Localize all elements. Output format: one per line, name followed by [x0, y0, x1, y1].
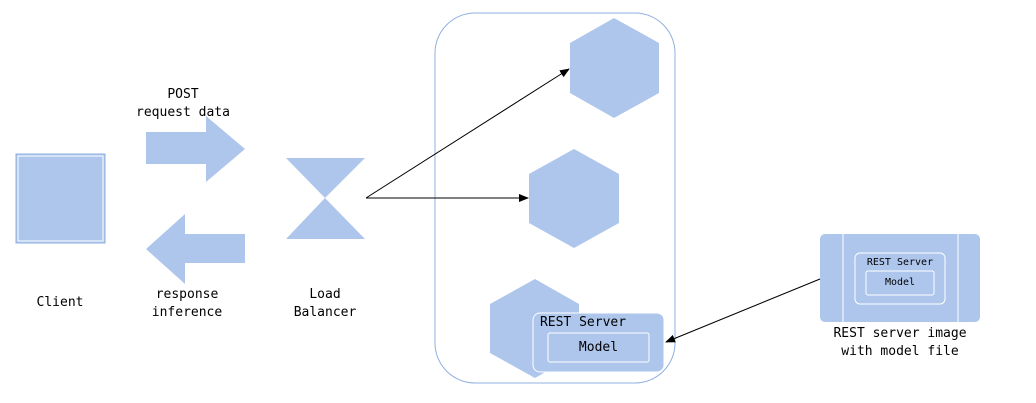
rest-server-label: REST Server: [539, 315, 627, 330]
load-balancer-label-line2: Balancer: [293, 305, 357, 320]
client-icon: [15, 153, 106, 244]
response-label-line2: inference: [151, 305, 223, 320]
image-rest-server-label: REST Server: [866, 257, 934, 268]
lb-to-top-node-arrow: [365, 68, 570, 199]
post-label-line2: request data: [136, 105, 230, 120]
image-model-label: Model: [884, 277, 916, 288]
server-image-label-line2: with model file: [841, 344, 959, 359]
model-label: Model: [578, 340, 619, 355]
model-box: [547, 332, 650, 363]
load-balancer-hourglass-icon: [286, 158, 365, 239]
response-arrow-icon: [146, 214, 245, 284]
request-arrow-icon: [146, 116, 245, 182]
server-image-label-line1: REST server image: [833, 326, 967, 341]
load-balancer-label-line1: Load: [309, 287, 341, 302]
response-label-line1: response: [155, 287, 219, 302]
server-node-hexagon-icon: [529, 149, 619, 248]
post-label-line1: POST: [167, 87, 199, 102]
server-node-hexagon-icon: [570, 18, 659, 118]
client-inner-border: [17, 155, 104, 242]
client-label: Client: [36, 295, 84, 310]
image-to-rest-server-arrow: [665, 278, 821, 343]
image-model-box: [865, 270, 935, 296]
